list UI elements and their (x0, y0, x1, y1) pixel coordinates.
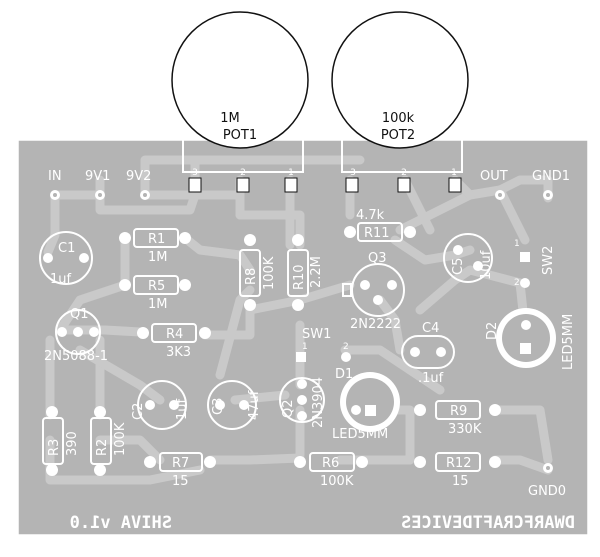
credit-right: DWARFCRAFTDEVICES (401, 513, 575, 533)
label-gnd1: GND1 (532, 169, 570, 184)
svg-text:R2: R2 (95, 439, 110, 456)
svg-text:47uf: 47uf (247, 390, 262, 420)
svg-text:2N3904: 2N3904 (311, 377, 326, 428)
svg-text:.1uf: .1uf (418, 371, 444, 386)
resistor-r10: R10 2.2M (287, 234, 324, 311)
svg-text:R11: R11 (364, 226, 390, 241)
capacitor-c4: C4 .1uf (401, 321, 455, 386)
svg-text:100K: 100K (262, 256, 277, 290)
svg-text:R3: R3 (47, 439, 62, 456)
svg-text:1uf: 1uf (175, 398, 190, 420)
svg-text:R1: R1 (148, 232, 165, 247)
capacitor-c5: C5 10uf (443, 233, 494, 283)
svg-text:R12: R12 (446, 456, 472, 471)
led-d2: D2 LED5MM (485, 308, 576, 370)
svg-text:C3: C3 (211, 398, 226, 415)
svg-text:R8: R8 (244, 268, 259, 285)
resistor-r5: R5 1M (119, 275, 191, 312)
svg-text:R10: R10 (292, 264, 307, 290)
svg-text:1: 1 (302, 342, 308, 352)
svg-text:LED5MM: LED5MM (561, 314, 576, 370)
resistor-r6: R6 100K (294, 452, 368, 489)
svg-text:C5: C5 (451, 258, 466, 275)
svg-text:C2: C2 (131, 403, 146, 420)
pot1-pin3: 3 (192, 168, 198, 178)
pot2-pin2: 2 (401, 168, 407, 178)
svg-text:Q1: Q1 (70, 307, 89, 322)
svg-text:SW2: SW2 (541, 246, 556, 275)
credit-left: SHIVA v1.0 (70, 513, 172, 533)
svg-text:330K: 330K (448, 422, 482, 437)
svg-text:1M: 1M (148, 250, 168, 265)
label-in: IN (48, 169, 62, 184)
pot1-value: 1M (220, 111, 240, 126)
svg-text:3K3: 3K3 (166, 345, 191, 360)
svg-text:390: 390 (65, 431, 80, 456)
led-d1: D1 LED5MM (332, 367, 400, 442)
svg-text:R6: R6 (322, 456, 339, 471)
svg-text:15: 15 (172, 474, 189, 489)
svg-text:1M: 1M (148, 297, 168, 312)
svg-text:2N2222: 2N2222 (350, 317, 401, 332)
svg-text:R5: R5 (148, 279, 165, 294)
pot2-name: POT2 (381, 128, 415, 143)
svg-text:SW1: SW1 (302, 327, 331, 342)
transistor-q2: Q2 2N3904 (279, 377, 326, 428)
svg-text:Q2: Q2 (281, 399, 296, 418)
svg-text:100K: 100K (113, 422, 128, 456)
switch-sw2: SW2 1 2 (514, 239, 556, 288)
resistor-r2: R2 100K (90, 406, 128, 476)
svg-text:C1: C1 (58, 241, 75, 256)
svg-text:D1: D1 (335, 367, 353, 382)
label-9v1: 9V1 (85, 169, 110, 184)
resistor-r9: R9 330K (414, 400, 501, 437)
svg-text:R7: R7 (172, 456, 189, 471)
capacitor-c2: C2 1uf (131, 380, 190, 430)
svg-text:R9: R9 (450, 404, 467, 419)
resistor-r1: R1 1M (119, 228, 191, 265)
svg-text:2N5088-1: 2N5088-1 (44, 349, 108, 364)
copper-traces (43, 155, 553, 485)
svg-text:10uf: 10uf (479, 250, 494, 280)
capacitor-c3: C3 47uf (207, 380, 262, 430)
svg-text:2.2M: 2.2M (309, 256, 324, 288)
pot2: 100k POT2 3 2 1 (331, 11, 469, 193)
pot1-pin1: 1 (288, 168, 294, 178)
svg-text:100K: 100K (320, 474, 354, 489)
svg-text:LED5MM: LED5MM (332, 427, 388, 442)
svg-text:2: 2 (343, 342, 349, 352)
svg-text:R4: R4 (166, 327, 183, 342)
resistor-r11: 4.7k R11 (344, 208, 416, 242)
resistor-r12: R12 15 (414, 452, 501, 489)
svg-text:1: 1 (514, 239, 520, 249)
svg-text:Q3: Q3 (368, 251, 387, 266)
pot2-pin3: 3 (350, 168, 356, 178)
svg-text:15: 15 (452, 474, 469, 489)
pot2-pin1: 1 (451, 168, 457, 178)
pot1-pin2: 2 (240, 168, 246, 178)
pot1: 1M POT1 3 2 1 (171, 11, 309, 193)
resistor-r7: R7 15 (144, 452, 216, 489)
switch-sw1: SW1 1 2 (296, 327, 351, 362)
resistor-r4: R4 3K3 (137, 323, 211, 360)
pot1-body (171, 11, 309, 149)
svg-text:2: 2 (514, 278, 520, 288)
svg-text:D2: D2 (485, 322, 500, 340)
label-9v2: 9V2 (126, 169, 151, 184)
capacitor-c1: C1 1uf (39, 231, 93, 287)
svg-text:4.7k: 4.7k (356, 208, 385, 223)
transistor-q1: Q1 2N5088-1 (44, 307, 108, 364)
svg-text:C4: C4 (422, 321, 439, 336)
pot2-body (331, 11, 469, 149)
pot2-value: 100k (382, 111, 415, 126)
transistor-q3: Q3 2N2222 (342, 251, 405, 332)
resistor-r3: R3 390 (42, 406, 80, 476)
label-out: OUT (480, 169, 508, 184)
label-gnd0: GND0 (528, 484, 566, 499)
resistor-r8: R8 100K (239, 234, 277, 311)
svg-text:1uf: 1uf (50, 272, 72, 287)
pot1-name: POT1 (223, 128, 257, 143)
